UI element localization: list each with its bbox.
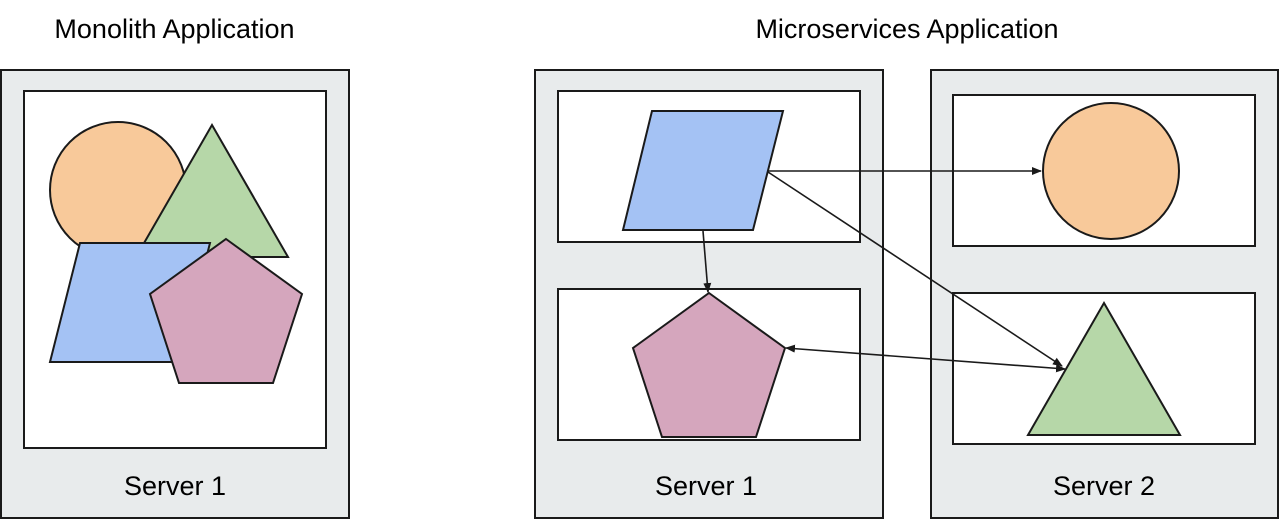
micro-parallelogram-service	[621, 110, 785, 231]
micro-triangle-service	[1026, 300, 1182, 436]
arrow-parallelogram-to-pentagon	[702, 230, 712, 293]
monolith-title: Monolith Application	[54, 14, 295, 44]
service-connections	[702, 167, 1066, 373]
micro-server-2-label: Server 2	[1053, 471, 1155, 501]
micro-server-2: Server 2	[930, 69, 1279, 519]
micro-circle-service	[1042, 102, 1180, 240]
arrow-pentagon-triangle-bidirectional	[785, 344, 1066, 373]
micro-server-1: Server 1	[534, 69, 884, 519]
micro-pentagon-service	[631, 291, 787, 438]
monolith-server-label: Server 1	[124, 471, 226, 501]
arrow-parallelogram-to-triangle	[767, 171, 1063, 367]
monolith-server: Server 1	[0, 69, 350, 519]
monolith-pentagon-service	[148, 237, 304, 384]
micro-server-1-label: Server 1	[655, 471, 757, 501]
microservices-title: Microservices Application	[755, 14, 1059, 44]
